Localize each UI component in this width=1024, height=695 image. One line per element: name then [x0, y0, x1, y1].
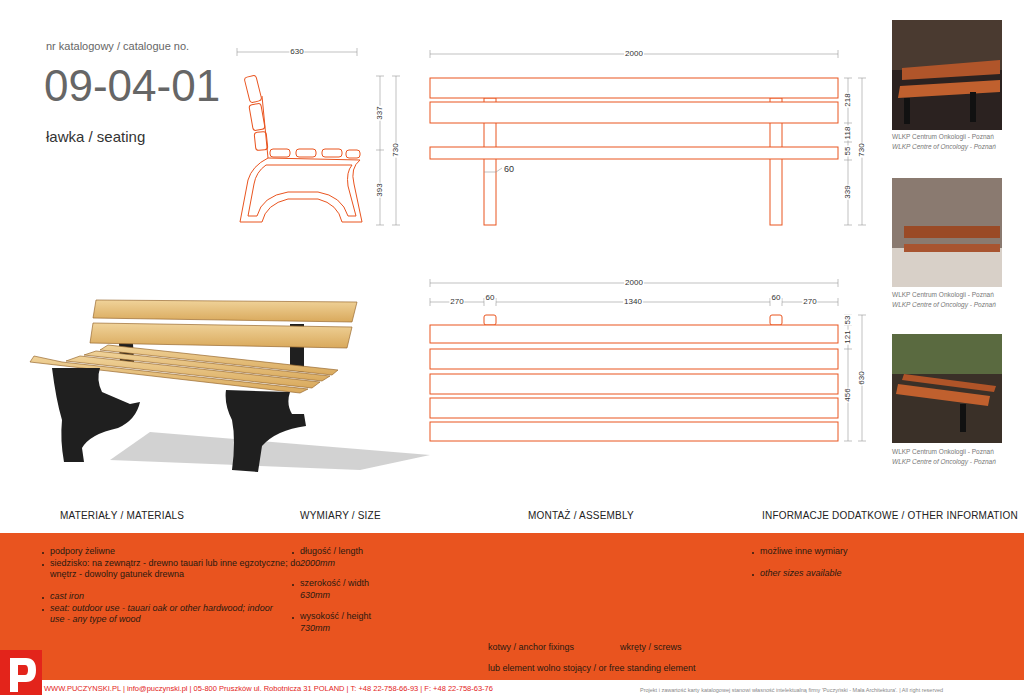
dimension-value: 60 — [771, 293, 782, 303]
dimension-value: 2000 — [624, 49, 644, 59]
photo-caption: WLKP Centrum Onkologii - Poznań — [892, 133, 994, 141]
dimension-value: 730 — [391, 142, 401, 157]
dimension-value: 393 — [375, 182, 385, 197]
dimension-value: 60 — [485, 293, 496, 303]
dimension-value: 456 — [843, 387, 853, 402]
assembly-label: lub element wolno stojący / or free stan… — [488, 663, 696, 674]
assembly-label: kotwy / anchor fixings — [488, 642, 574, 653]
dimension-value: 2000 — [624, 278, 644, 288]
footer-contact: WWW.PUCZYNSKI.PL | info@puczynski.pl | 0… — [44, 684, 493, 693]
dimension-value: 730 — [857, 142, 867, 157]
material-text: seat: outdoor use - tauari oak or other … — [50, 603, 275, 626]
catalogue-label: nr katalogowy / catalogue no. — [46, 40, 189, 54]
dimension-value: 630 — [289, 47, 304, 57]
bullet-dot — [292, 617, 294, 619]
dimension-value: 270 — [802, 297, 817, 307]
section-heading: WYMIARY / SIZE — [300, 510, 381, 523]
size-value: 730mm — [300, 623, 330, 634]
bullet-dot — [42, 552, 44, 554]
photo-caption: WLKP Centrum Onkologii - Poznań — [892, 291, 994, 299]
photo-caption: WLKP Centre of Oncology - Poznań — [892, 458, 996, 466]
bullet-dot — [42, 597, 44, 599]
photo-caption: WLKP Centre of Oncology - Poznań — [892, 301, 996, 309]
size-label: wysokość / height — [300, 611, 371, 622]
dimension-value: 630 — [857, 370, 867, 385]
dimension-value: 218 — [843, 92, 853, 107]
assembly-label: wkręty / screws — [620, 642, 682, 653]
bullet-dot — [292, 584, 294, 586]
copyright-note: Projekt i zawartość karty katalogowej st… — [640, 687, 943, 694]
bullet-dot — [292, 552, 294, 554]
photo-caption: WLKP Centre of Oncology - Poznań — [892, 143, 996, 151]
material-text: podpory żeliwne — [50, 546, 115, 557]
photo-caption: WLKP Centrum Onkologii - Poznań — [892, 448, 994, 456]
bullet-dot — [42, 564, 44, 566]
catalogue-number: 09-04-01 — [44, 58, 220, 113]
info-band: podpory żeliwnesiedzisko: na zewnątrz - … — [0, 533, 1024, 680]
size-label: długość / length — [300, 546, 363, 557]
bullet-dot — [42, 609, 44, 611]
size-value: 2000mm — [300, 558, 335, 569]
info-text: możliwe inne wymiary — [760, 546, 848, 557]
material-text: cast iron — [50, 591, 84, 602]
section-heading: MONTAŻ / ASSEMBLY — [528, 510, 634, 523]
dimension-value: 60 — [504, 164, 514, 175]
section-heading: INFORMACJE DODATKOWE / OTHER INFORMATION — [762, 510, 1018, 523]
bullet-dot — [752, 574, 754, 576]
dimension-value: 339 — [843, 184, 853, 199]
section-heading: MATERIAŁY / MATERIALS — [60, 510, 184, 523]
size-value: 630mm — [300, 590, 330, 601]
size-label: szerokość / width — [300, 578, 369, 589]
dimension-value: 1340 — [623, 297, 643, 307]
info-text: other sizes available — [760, 568, 842, 579]
dimension-value: 270 — [449, 297, 464, 307]
product-name: ławka / seating — [46, 128, 145, 147]
dimension-value: 118 — [843, 126, 853, 141]
material-text: siedzisko: na zewnątrz - drewno tauari l… — [50, 558, 310, 581]
dimension-value: 53 — [843, 315, 853, 326]
dimension-value: 337 — [375, 105, 385, 120]
dimension-value: 121 — [843, 329, 853, 344]
dimension-value: 55 — [843, 146, 853, 157]
bullet-dot — [752, 552, 754, 554]
